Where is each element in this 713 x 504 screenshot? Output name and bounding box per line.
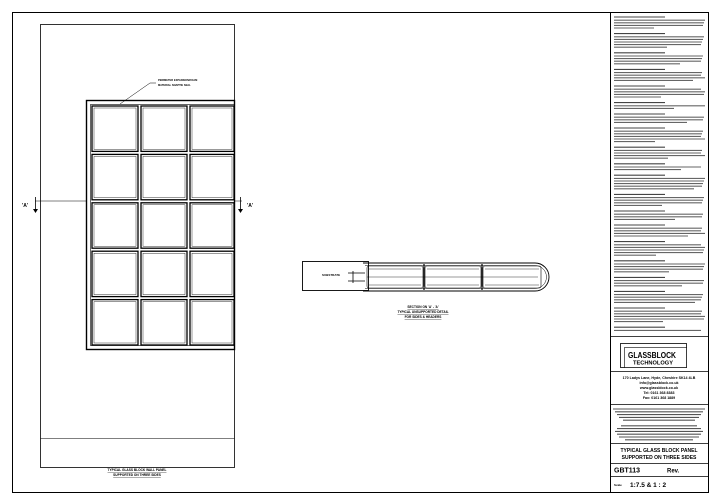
glass-block	[189, 202, 235, 249]
glass-block	[140, 202, 188, 249]
section-blocks	[366, 264, 542, 290]
glass-block-face	[93, 156, 137, 198]
glass-block-face	[142, 156, 186, 198]
section-caption-3: FOR SIDES & HEADERS	[405, 315, 442, 319]
glass-block	[189, 153, 235, 201]
glass-block	[189, 105, 235, 153]
glass-block-face	[191, 204, 233, 247]
address-web: www.glassblock.co.uk	[639, 386, 678, 390]
specification-notes	[614, 16, 705, 331]
drawing-title-1: TYPICAL GLASS BLOCK PANEL	[620, 448, 697, 454]
elevation-caption-2: SUPPORTED ON THREE SIDES	[113, 473, 161, 477]
drawing-title-2: SUPPORTED ON THREE SIDES	[622, 455, 697, 461]
callout-text-1: PERIMETER EXPANSION/FOAM	[158, 78, 197, 82]
glass-block	[140, 298, 188, 346]
address-fax: Fax: 0161 368 1889	[643, 396, 675, 400]
section-marker-right-arrow	[238, 209, 243, 213]
glass-block	[91, 105, 139, 153]
glass-block-face	[191, 301, 233, 344]
section-caption-1: SECTION ON 'A' - 'A'	[407, 305, 438, 309]
logo-shadow	[624, 347, 687, 368]
glass-block	[91, 250, 139, 298]
wall-elevation: PERIMETER EXPANSION/FOAM MATERIAL SNAPTI…	[22, 24, 253, 477]
scale-value: 1:7.5 & 1 : 2	[630, 482, 667, 489]
glass-block	[140, 250, 188, 298]
glass-block-face	[191, 107, 233, 150]
sheet-border	[12, 12, 709, 493]
glass-block	[189, 298, 235, 346]
glass-block	[189, 250, 235, 298]
glass-block-face	[93, 252, 137, 295]
revision-label: Rev.	[667, 469, 680, 475]
section-marker-left-arrow	[33, 209, 38, 213]
glass-block-face	[93, 301, 137, 344]
glass-block-face	[142, 252, 186, 295]
glass-block-face	[142, 107, 186, 150]
glass-block	[91, 298, 139, 346]
glass-block	[140, 105, 188, 153]
drawing-number: GBT113	[614, 468, 640, 475]
substrate-label: SUBSTRATE	[322, 273, 340, 277]
scale-label: Scale	[614, 483, 622, 487]
callout-text-2: MATERIAL SNAPTIE SEAL	[158, 83, 191, 87]
substrate	[302, 261, 369, 291]
glass-block-face	[93, 107, 137, 150]
address-email: info@glassblock.co.uk	[639, 381, 678, 385]
callout-leader	[119, 82, 151, 105]
glass-block-face	[142, 204, 186, 247]
section-caption-2: TYPICAL UNSUPPORTED DETAIL	[397, 310, 448, 314]
glass-block-grid	[91, 105, 235, 346]
glass-block-face	[191, 252, 233, 295]
panel-frame-inner	[90, 104, 235, 346]
section-detail: SUBSTRATE SECTION ON 'A' - 'A' TYPICAL U…	[302, 261, 550, 319]
glass-block-face	[142, 301, 186, 344]
glass-block	[91, 153, 139, 201]
panel-frame-outer	[85, 99, 236, 351]
disclaimer-text	[613, 408, 705, 441]
title-block: GLASSBLOCK TECHNOLOGY 170 Ladys Lane, Hy…	[610, 336, 709, 489]
glass-block	[91, 202, 139, 249]
elevation-caption-1: TYPICAL GLASS BLOCK WALL PANEL	[108, 468, 167, 472]
logo-line-2: TECHNOLOGY	[633, 361, 673, 367]
glass-block	[140, 153, 188, 201]
section-marker-left: 'A'	[22, 203, 28, 209]
logo-line-1: GLASSBLOCK	[628, 351, 676, 360]
address-tel: Tel: 0161 368 8383	[643, 391, 674, 395]
u-channel-outer	[363, 262, 550, 292]
address-line-1: 170 Ladys Lane, Hyde, Cheshire SK14 4LB	[623, 376, 696, 380]
glass-block-face	[93, 204, 137, 247]
glass-block-face	[191, 156, 233, 198]
section-marker-right: 'A'	[247, 203, 253, 209]
